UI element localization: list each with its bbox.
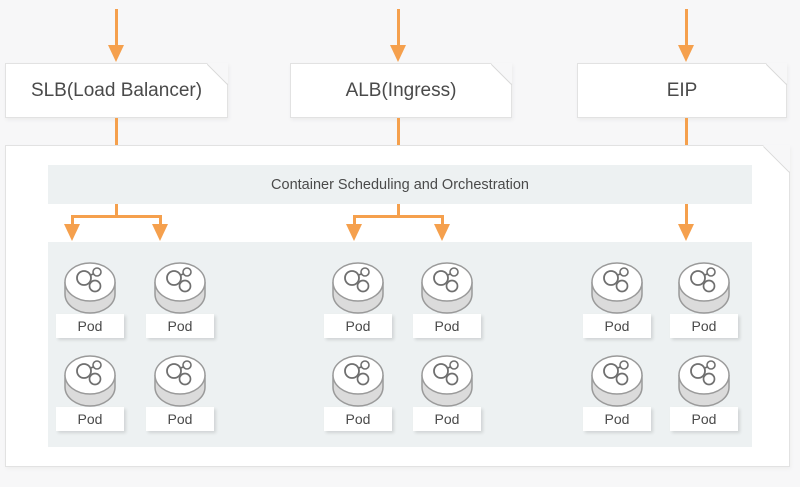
arrowhead-down-icon (434, 224, 450, 241)
cluster-header: Container Scheduling and Orchestration (48, 165, 752, 204)
pod-label: Pod (56, 314, 124, 338)
pod-icon (421, 262, 473, 314)
pod-label: Pod (324, 407, 392, 431)
arrowhead-down-icon (678, 224, 694, 241)
connector-alb-to-cluster (397, 118, 400, 165)
pod-unit: Pod (50, 355, 130, 435)
pod-unit: Pod (50, 262, 130, 342)
pod-icon (154, 355, 206, 407)
pod-icon (64, 355, 116, 407)
pod-unit: Pod (407, 355, 487, 435)
pod-icon (64, 262, 116, 314)
pod-unit: Pod (140, 262, 220, 342)
arrowhead-down-icon (678, 45, 694, 62)
pod-unit: Pod (140, 355, 220, 435)
node-eip: EIP (577, 63, 787, 118)
arrowhead-down-icon (390, 45, 406, 62)
pod-icon (591, 355, 643, 407)
pod-label: Pod (324, 314, 392, 338)
pod-icon (591, 262, 643, 314)
pod-label: Pod (583, 407, 651, 431)
arrowhead-down-icon (64, 224, 80, 241)
node-slb-load-balancer: SLB(Load Balancer) (5, 63, 228, 118)
connector-slb-to-cluster (115, 118, 118, 165)
node-alb-label: ALB(Ingress) (345, 79, 457, 101)
pod-icon (332, 355, 384, 407)
pod-label: Pod (413, 407, 481, 431)
pod-label: Pod (56, 407, 124, 431)
arrowhead-down-icon (152, 224, 168, 241)
pod-unit: Pod (577, 355, 657, 435)
pod-unit: Pod (664, 262, 744, 342)
pod-icon (678, 355, 730, 407)
cluster-header-label: Container Scheduling and Orchestration (271, 176, 529, 193)
connector-eip-to-cluster (685, 118, 688, 165)
arrowhead-down-icon (346, 224, 362, 241)
pod-icon (421, 355, 473, 407)
pod-icon (678, 262, 730, 314)
pod-icon (332, 262, 384, 314)
pod-unit: Pod (577, 262, 657, 342)
pod-unit: Pod (664, 355, 744, 435)
pod-label: Pod (146, 407, 214, 431)
pod-unit: Pod (318, 355, 398, 435)
pod-unit: Pod (318, 262, 398, 342)
pod-label: Pod (670, 407, 738, 431)
node-slb-label: SLB(Load Balancer) (30, 79, 203, 101)
pod-label: Pod (583, 314, 651, 338)
arrowhead-down-icon (108, 45, 124, 62)
pod-label: Pod (146, 314, 214, 338)
node-eip-label: EIP (666, 79, 698, 101)
pod-unit: Pod (407, 262, 487, 342)
pod-icon (154, 262, 206, 314)
pod-label: Pod (413, 314, 481, 338)
pod-label: Pod (670, 314, 738, 338)
node-alb-ingress: ALB(Ingress) (290, 63, 512, 118)
